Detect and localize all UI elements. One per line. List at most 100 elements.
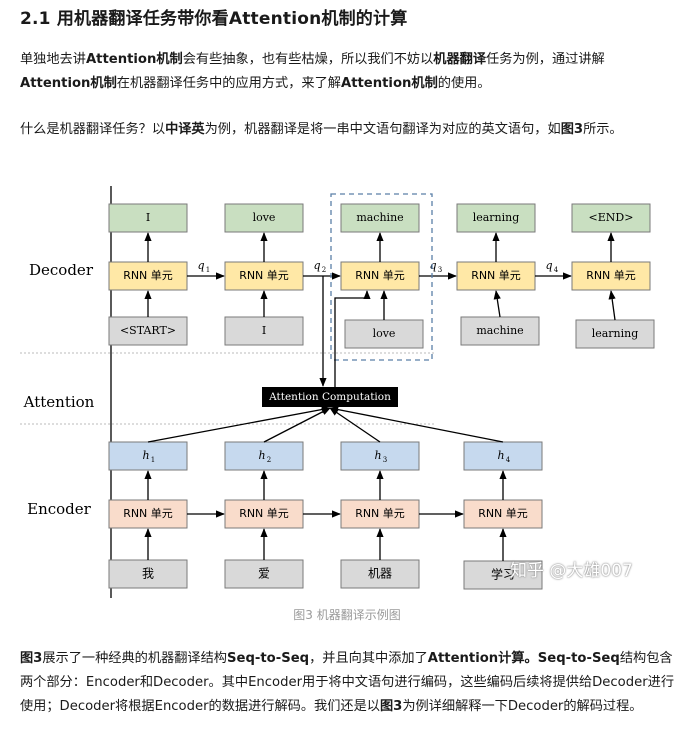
decoder-input-box: [460, 316, 540, 346]
para1-segment: Attention机制: [20, 76, 117, 91]
q-label: q: [429, 259, 436, 272]
decoder-output-box: [340, 203, 420, 233]
encoder-input-box: [108, 559, 188, 589]
highlight-dashed-box: [330, 193, 433, 361]
para1-segment: 单独地去讲: [20, 52, 86, 67]
decoder-input-arrow: [608, 290, 616, 321]
decoder-input-label: I: [262, 324, 266, 337]
decoder-input-arrow: [493, 290, 501, 318]
decoder-rnn-box: [340, 261, 420, 291]
attention-input-arrow: [263, 407, 331, 443]
h-label: h: [258, 449, 265, 462]
attention-computation-label: Attention Computation: [268, 391, 391, 403]
para3-segment: Attention计算。Seq-to-Seq: [427, 651, 620, 666]
q-subscript: 4: [554, 266, 559, 274]
h-label: h: [374, 449, 381, 462]
para1-segment: 任务为例，通过讲解: [486, 52, 605, 67]
para3-segment: Seq-to-Seq: [227, 651, 310, 666]
para2-segment: 什么是机器翻译任务？以: [20, 122, 166, 137]
encoder-rnn-label: RNN 单元: [239, 507, 289, 520]
para1-segment: 机器翻译: [433, 52, 487, 67]
decoder-input-box: [224, 316, 304, 346]
decoder-rnn-box: [571, 261, 651, 291]
decoder-input-box: [575, 319, 655, 349]
para1-segment: Attention机制: [85, 52, 183, 67]
para3-segment: 展示了一种经典的机器翻译结构: [42, 651, 227, 666]
decoder-rnn-label: RNN 单元: [471, 269, 521, 282]
paragraph-explanation: 图3 展示了一种经典的机器翻译结构Seq-to-Seq，并且向其中添加了Atten…: [20, 647, 674, 719]
para2-segment: 为例，机器翻译是将一串中文语句翻译为对应的英文语句，如: [204, 122, 561, 137]
decoder-input-label: machine: [476, 324, 523, 337]
encoder-input-label: 爱: [258, 567, 270, 581]
para1-segment: 在机器翻译任务中的应用方式，来了解: [116, 76, 341, 91]
attention-computation-box: [262, 387, 398, 407]
encoder-hidden-box: [108, 441, 188, 471]
decoder-rnn-label: RNN 单元: [123, 269, 173, 282]
attention-input-arrow: [329, 407, 381, 443]
para3-segment: 图3: [379, 699, 403, 714]
decoder-output-box: [456, 203, 536, 233]
attention-input-arrow: [329, 406, 504, 443]
attention-input-arrow: [147, 405, 331, 443]
encoder-rnn-label: RNN 单元: [355, 507, 405, 520]
para2-segment: 中译英: [165, 122, 205, 137]
encoder-input-box: [340, 559, 420, 589]
decoder-output-label: <END>: [589, 211, 634, 224]
q-label: q: [197, 259, 204, 272]
decoder-rnn-label: RNN 单元: [355, 269, 405, 282]
decoder-input-label: love: [373, 327, 396, 340]
decoder-input-box: [344, 319, 424, 349]
para2-segment: 所示。: [583, 122, 623, 137]
decoder-output-box: [571, 203, 651, 233]
para3-segment: 为例详细解释一下Decoder的解码过程。: [402, 699, 643, 714]
q-subscript: 1: [206, 266, 210, 274]
encoder-input-label: 我: [142, 567, 154, 581]
decoder-output-label: I: [146, 211, 150, 224]
para3-segment: ，并且向其中添加了: [309, 651, 428, 666]
para1-segment: Attention机制: [340, 76, 438, 91]
decoder-output-box: [108, 203, 188, 233]
encoder-rnn-box: [224, 499, 304, 529]
decoder-output-label: love: [253, 211, 276, 224]
q-label: q: [313, 259, 320, 272]
decoder-input-label: learning: [592, 327, 639, 340]
decoder-output-label: machine: [356, 211, 403, 224]
para2-segment: 图3: [560, 122, 584, 137]
encoder-hidden-box: [224, 441, 304, 471]
encoder-input-box: [463, 560, 543, 590]
q-subscript: 3: [438, 266, 442, 274]
decoder-rnn-label: RNN 单元: [586, 269, 636, 282]
encoder-rnn-label: RNN 单元: [123, 507, 173, 520]
watermark: 知乎 @大雄007: [510, 561, 633, 581]
context-up-arrow: [334, 290, 371, 387]
decoder-input-box: [108, 316, 188, 346]
encoder-row-label: Encoder: [27, 500, 92, 518]
encoder-hidden-box: [340, 441, 420, 471]
encoder-rnn-label: RNN 单元: [478, 507, 528, 520]
decoder-rnn-label: RNN 单元: [239, 269, 289, 282]
h-subscript: 4: [506, 456, 511, 464]
h-label: h: [497, 449, 504, 462]
encoder-input-label: 机器: [368, 567, 392, 581]
h-label: h: [142, 449, 149, 462]
h-subscript: 1: [151, 456, 155, 464]
section-heading: 2.1 用机器翻译任务带你看Attention机制的计算: [20, 9, 408, 29]
para1-segment: 会有些抽象，也有些枯燥，所以我们不妨以: [182, 52, 434, 67]
paragraph-intro: 单独地去讲Attention机制会有些抽象，也有些枯燥，所以我们不妨以机器翻译任…: [20, 48, 674, 96]
figure-caption: 图3 机器翻译示例图: [293, 608, 401, 622]
decoder-output-box: [224, 203, 304, 233]
decoder-input-label: <START>: [120, 324, 176, 337]
encoder-input-label: 学习: [491, 567, 515, 582]
decoder-row-label: Decoder: [29, 261, 94, 279]
q-subscript: 2: [322, 266, 326, 274]
q-label: q: [545, 259, 552, 272]
h-subscript: 3: [383, 456, 387, 464]
para1-segment: 的使用。: [437, 76, 491, 91]
encoder-hidden-box: [463, 441, 543, 471]
paragraph-definition: 什么是机器翻译任务？以中译英为例，机器翻译是将一串中文语句翻译为对应的英文语句，…: [20, 118, 674, 142]
attention-row-label: Attention: [23, 393, 95, 411]
encoder-rnn-box: [340, 499, 420, 529]
decoder-output-label: learning: [473, 211, 520, 224]
para3-segment: 结构包含两个部分：Encoder和Decoder。其中Encoder用于将中文语…: [20, 651, 675, 714]
